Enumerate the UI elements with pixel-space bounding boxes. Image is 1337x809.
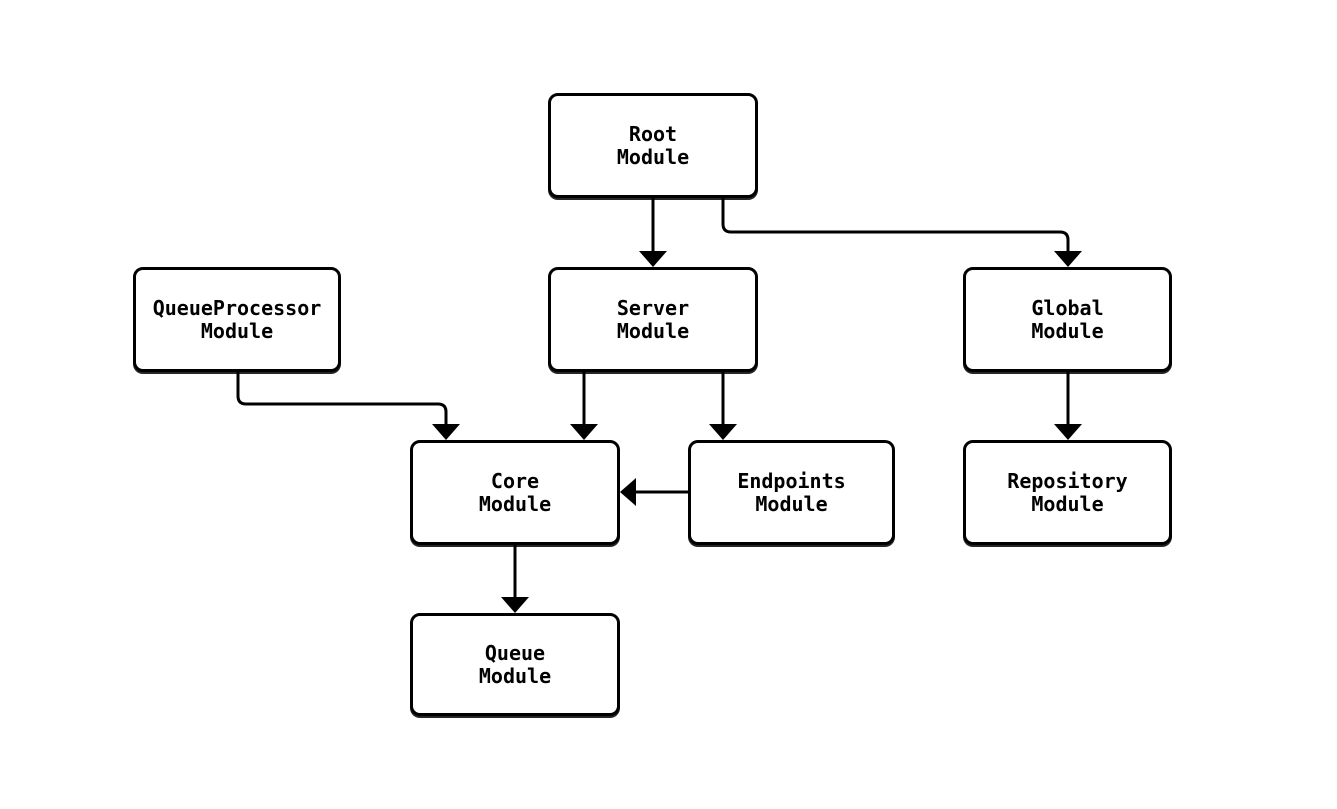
edge-core-to-queue	[501, 545, 529, 613]
node-queue-module: Queue Module	[410, 613, 620, 716]
edge-endpoints-to-core	[620, 478, 688, 506]
edge-root-to-global	[721, 198, 1082, 267]
edge-root-to-server	[639, 198, 667, 267]
node-queueprocessor-module-label: QueueProcessor Module	[152, 295, 322, 343]
node-global-module: Global Module	[963, 267, 1172, 372]
node-root-module: Root Module	[548, 93, 758, 198]
node-queue-module-label: Queue Module	[478, 640, 552, 688]
node-repository-module: Repository Module	[963, 440, 1172, 545]
node-endpoints-module: Endpoints Module	[688, 440, 895, 545]
node-queueprocessor-module: QueueProcessor Module	[133, 267, 341, 372]
node-global-module-label: Global Module	[1031, 295, 1104, 343]
node-core-module-label: Core Module	[478, 468, 552, 516]
edge-server-to-endpoints	[709, 372, 737, 440]
node-root-module-label: Root Module	[616, 121, 690, 169]
node-core-module: Core Module	[410, 440, 620, 545]
edge-server-to-core	[570, 372, 598, 440]
node-server-module-label: Server Module	[616, 295, 690, 343]
node-repository-module-label: Repository Module	[1007, 468, 1128, 516]
node-endpoints-module-label: Endpoints Module	[737, 468, 846, 516]
edge-queueprocessor-to-core	[236, 372, 460, 440]
edge-global-to-repository	[1054, 372, 1082, 440]
node-server-module: Server Module	[548, 267, 758, 372]
